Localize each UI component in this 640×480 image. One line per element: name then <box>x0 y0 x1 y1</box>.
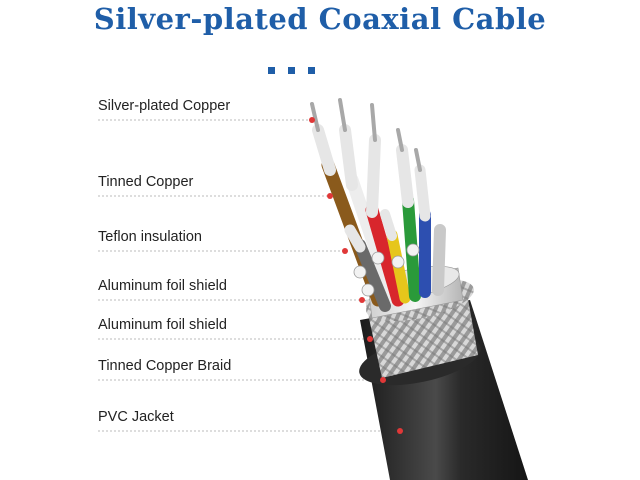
label-aluminum-foil-shield-2: Aluminum foil shield <box>98 317 227 333</box>
teflon-sleeve <box>380 209 397 241</box>
leader-dot <box>309 117 315 123</box>
teflon-sleeve <box>339 124 358 191</box>
conductor-tip <box>414 148 422 172</box>
teflon-sleeve <box>396 144 414 208</box>
leader-lines <box>98 119 400 432</box>
teflon-sleeve <box>414 164 431 222</box>
leader-dots <box>309 117 403 434</box>
teflon-sleeve <box>366 134 381 218</box>
wire-ends <box>353 243 420 297</box>
wire-end <box>406 243 420 257</box>
label-teflon-insulation: Teflon insulation <box>98 229 202 245</box>
label-aluminum-foil-shield-1: Aluminum foil shield <box>98 278 227 294</box>
label-tinned-copper: Tinned Copper <box>98 174 194 190</box>
label-tinned-copper-braid: Tinned Copper Braid <box>98 358 232 374</box>
coax-sleeves <box>312 124 431 253</box>
wire-end <box>353 265 367 279</box>
wire-grey <box>354 239 391 312</box>
decorative-dots <box>268 67 328 77</box>
silver-plated-conductors <box>310 98 422 172</box>
label-pvc-jacket: PVC Jacket <box>98 409 174 425</box>
wire-red <box>365 203 405 307</box>
leader-dot <box>367 336 373 342</box>
leader-dot <box>380 377 386 383</box>
leader-dot <box>327 193 333 199</box>
conductor-tip <box>396 128 404 152</box>
conductor-tip <box>338 98 347 132</box>
wire-end <box>391 255 405 269</box>
teflon-sleeve <box>312 124 336 176</box>
page-title: Silver-plated Coaxial Cable <box>93 2 547 36</box>
leader-dot <box>397 428 403 434</box>
leader-dot <box>359 297 365 303</box>
label-silver-plated-copper: Silver-plated Copper <box>98 98 231 114</box>
wire-end <box>371 251 385 265</box>
wire-silver <box>432 224 446 296</box>
conductor-tip <box>310 102 320 132</box>
teflon-sleeve <box>344 224 366 253</box>
conductor-tip <box>370 103 377 142</box>
leader-dot <box>342 248 348 254</box>
wire-end <box>361 283 375 297</box>
